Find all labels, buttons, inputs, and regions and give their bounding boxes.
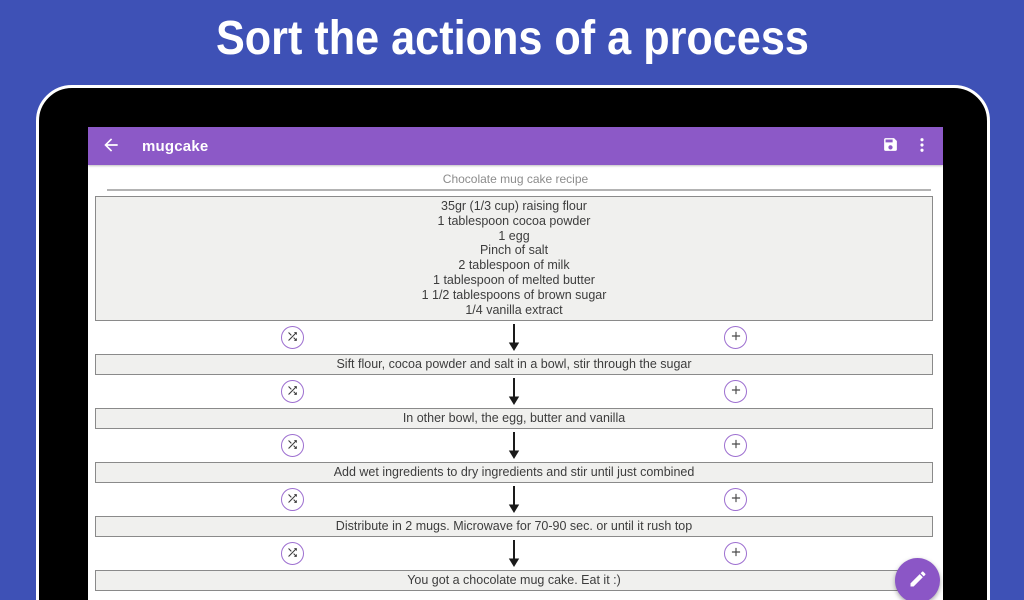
step-box-eat[interactable]: You got a chocolate mug cake. Eat it :) xyxy=(95,570,933,592)
banner: Sort the actions of a process xyxy=(0,10,1024,68)
save-icon xyxy=(882,136,899,156)
tablet-frame: mugcake Chocolate mug cake recipe 35gr (… xyxy=(36,85,990,600)
title-divider xyxy=(107,189,931,191)
shuffle-icon xyxy=(286,492,299,508)
shuffle-step-button[interactable] xyxy=(281,380,304,404)
banner-title: Sort the actions of a process xyxy=(215,12,809,65)
add-icon xyxy=(729,437,743,454)
add-step-button[interactable] xyxy=(724,488,747,512)
arrow-down-icon xyxy=(507,539,521,568)
arrow-down-icon xyxy=(507,323,521,352)
shuffle-icon xyxy=(286,546,299,562)
arrow-left-icon xyxy=(101,135,121,158)
connector-row xyxy=(95,321,933,354)
shuffle-step-button[interactable] xyxy=(281,542,304,566)
app-screen: mugcake Chocolate mug cake recipe 35gr (… xyxy=(88,127,943,600)
connector-row xyxy=(95,483,933,516)
connector-row xyxy=(95,429,933,462)
toolbar-title: mugcake xyxy=(142,137,209,155)
add-step-button[interactable] xyxy=(724,326,747,350)
edit-fab-button[interactable] xyxy=(895,558,940,600)
overflow-menu-button[interactable] xyxy=(912,136,932,156)
app-toolbar: mugcake xyxy=(88,127,943,165)
step-box-ingredients[interactable]: 35gr (1/3 cup) raising flour 1 tablespoo… xyxy=(95,196,933,322)
add-icon xyxy=(729,491,743,508)
shuffle-step-button[interactable] xyxy=(281,434,304,458)
connector-row xyxy=(95,537,933,570)
add-step-button[interactable] xyxy=(724,542,747,566)
recipe-title: Chocolate mug cake recipe xyxy=(442,172,589,186)
arrow-down-icon xyxy=(507,485,521,514)
step-box-combine[interactable]: Add wet ingredients to dry ingredients a… xyxy=(95,462,933,484)
shuffle-icon xyxy=(286,330,299,346)
shuffle-step-button[interactable] xyxy=(281,488,304,512)
add-step-button[interactable] xyxy=(724,434,747,458)
add-icon xyxy=(729,329,743,346)
add-step-button[interactable] xyxy=(724,380,747,404)
arrow-down-icon xyxy=(507,377,521,406)
overflow-menu-icon xyxy=(913,136,931,157)
step-box-microwave[interactable]: Distribute in 2 mugs. Microwave for 70-9… xyxy=(95,516,933,538)
step-box-sift[interactable]: Sift flour, cocoa powder and salt in a b… xyxy=(95,354,933,376)
edit-pencil-icon xyxy=(908,569,928,592)
shuffle-icon xyxy=(286,438,299,454)
shuffle-step-button[interactable] xyxy=(281,326,304,350)
arrow-down-icon xyxy=(507,431,521,460)
back-button[interactable] xyxy=(100,135,122,157)
shuffle-icon xyxy=(286,384,299,400)
add-icon xyxy=(729,545,743,562)
step-box-other-bowl[interactable]: In other bowl, the egg, butter and vanil… xyxy=(95,408,933,430)
add-icon xyxy=(729,383,743,400)
connector-row xyxy=(95,375,933,408)
save-button[interactable] xyxy=(880,136,900,156)
